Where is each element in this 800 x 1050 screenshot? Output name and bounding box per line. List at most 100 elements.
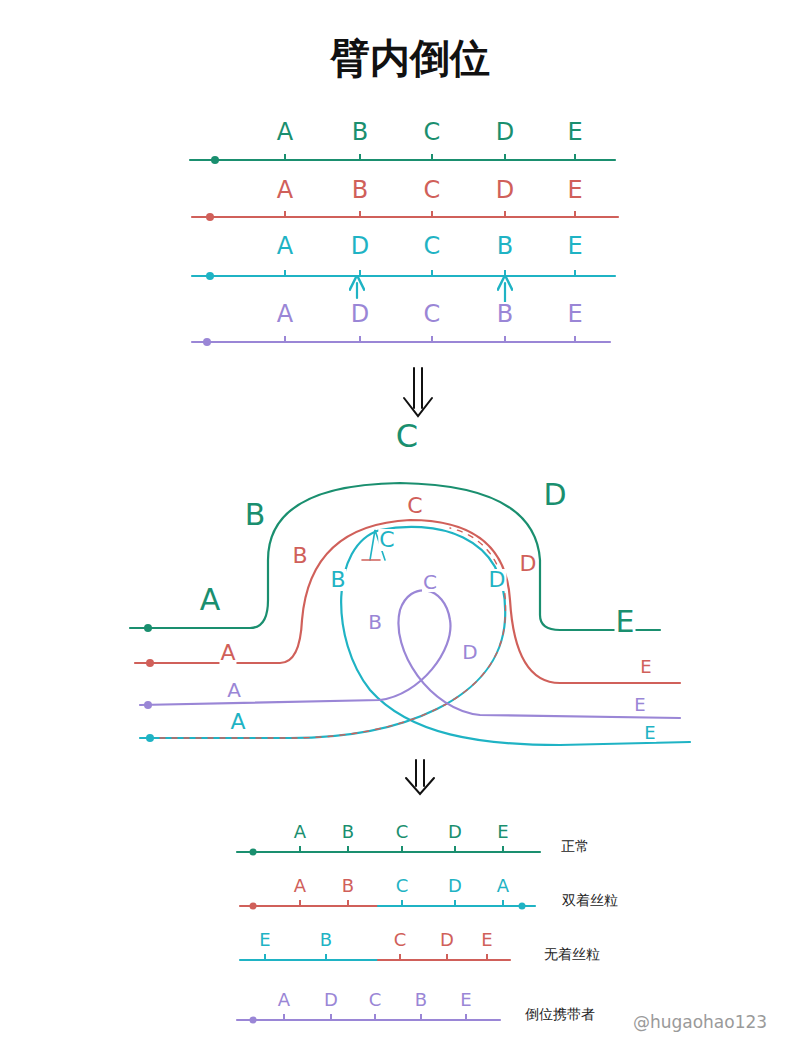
gene-label: B [496,302,514,326]
gene-label: E [459,991,472,1009]
gene-tick [465,1014,467,1021]
gene-label: 无着丝粒 [543,947,601,961]
gene-label: 倒位携带者 [524,1007,596,1021]
chromosome-line [240,905,378,907]
gene-label: C [378,529,395,551]
gene-tick [299,900,301,907]
gene-label: D [447,877,463,895]
chromosome-line [192,341,610,343]
gene-label: D [439,931,455,949]
gene-label: E [566,120,583,144]
gene-label: D [350,302,370,326]
gene-tick [299,846,301,853]
gene-label: A [276,120,294,144]
gene-tick [504,154,506,161]
watermark: @hugaohao123 [632,1014,768,1031]
gene-tick [401,846,403,853]
gene-label: C [395,877,410,895]
gene-label: B [319,931,333,949]
gene-label: A [293,877,307,895]
gene-label: A [277,991,291,1009]
gene-tick [574,154,576,161]
gene-tick [359,154,361,161]
gene-label: A [199,585,222,615]
gene-tick [264,954,266,961]
gene-label: C [422,572,438,592]
gene-tick [574,336,576,343]
gene-label: D [447,823,463,841]
gene-label: C [395,420,419,452]
gene-label: A [496,877,510,895]
title: 臂内倒位 [330,36,490,80]
gene-label: B [414,991,428,1009]
chromosome-line [237,851,540,853]
gene-tick [420,1014,422,1021]
gene-label: A [276,178,294,202]
gene-tick [454,900,456,907]
down-arrow [406,760,434,794]
gene-label: E [480,931,493,949]
gene-label: C [406,495,423,517]
gene-label: B [351,120,369,144]
gene-tick [284,154,286,161]
gene-label: D [323,991,339,1009]
gene-label: A [226,680,242,700]
centromere-dot [144,156,526,1024]
gene-tick [359,336,361,343]
gene-tick [446,954,448,961]
gene-label: D [461,642,478,662]
gene-tick [283,1014,285,1021]
gene-tick [399,954,401,961]
gene-label: D [495,120,515,144]
gene-tick [502,900,504,907]
gene-label: B [351,178,369,202]
gene-label: A [219,642,236,664]
gene-label: D [350,234,370,258]
gene-tick [359,270,361,277]
gene-tick [431,336,433,343]
gene-label: C [423,302,442,326]
gene-label: A [229,711,246,733]
gene-tick [347,900,349,907]
gene-label: D [488,569,507,591]
gene-label: E [615,607,636,637]
gene-tick [574,211,576,218]
gene-tick [502,846,504,853]
gene-label: E [643,724,656,742]
gene-label: B [341,823,355,841]
gene-label: D [495,178,515,202]
gene-tick [359,211,361,218]
gene-label: C [423,178,442,202]
down-arrow [404,368,432,416]
gene-tick [284,336,286,343]
gene-label: E [566,302,583,326]
gene-tick [574,270,576,277]
gene-tick [284,211,286,218]
gene-label: B [341,877,355,895]
chromosome-line [190,159,615,161]
chromosome-line [240,959,378,961]
gene-label: C [423,120,442,144]
gene-label: A [293,823,307,841]
gene-label: B [367,612,383,632]
swap-arrow [504,283,506,302]
gene-tick [284,270,286,277]
gene-label: E [496,823,509,841]
gene-label: 双着丝粒 [561,893,619,907]
gene-tick [504,270,506,277]
gene-tick [504,211,506,218]
gene-tick [374,1014,376,1021]
chromosome-line [378,959,510,961]
gene-tick [325,954,327,961]
gene-label: A [276,302,294,326]
gene-tick [347,846,349,853]
gene-label: E [639,658,652,676]
chromosome-line [192,216,618,218]
gene-tick [431,211,433,218]
chromosome-line [192,275,615,277]
gene-label: B [496,234,514,258]
gene-label: A [276,234,294,258]
gene-label: E [633,696,646,714]
gene-label: E [566,178,583,202]
